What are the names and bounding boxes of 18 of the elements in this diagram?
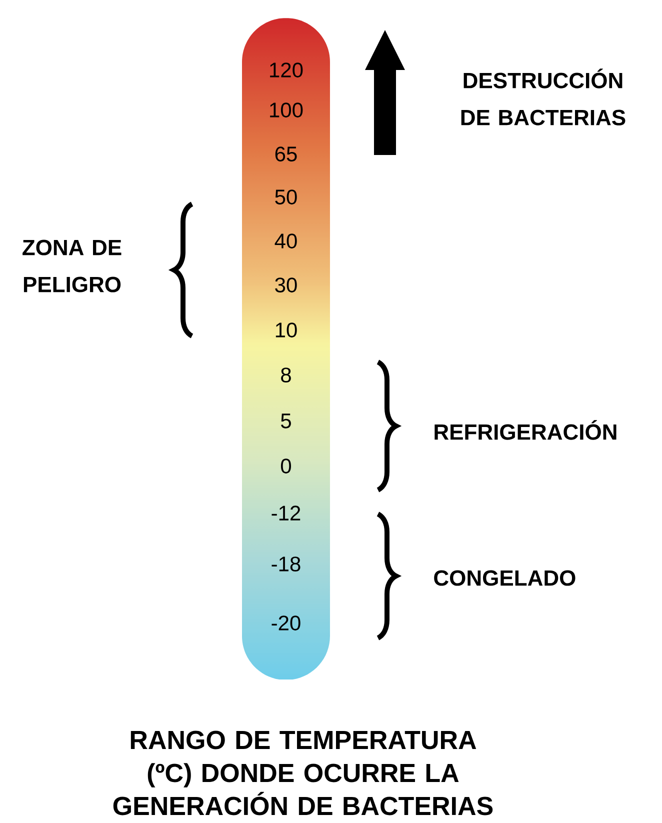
caption: RANGO DE TEMPERATURA (ºC) DONDE OCURRE LA GENERACIÓN DE BACTERIAS [113, 730, 493, 816]
scale-number: -18 [272, 556, 300, 572]
scale-number: 10 [276, 322, 297, 338]
scale-number: 50 [275, 190, 297, 204]
scale-number: -20 [272, 616, 300, 630]
scale-number: 40 [274, 234, 297, 248]
range-label: DESTRUCCIÓN DE BACTERIAS [461, 68, 626, 126]
scale-number: 65 [275, 146, 297, 162]
range-label: ZONA DE PELIGRO [22, 240, 122, 292]
scale-number: 8 [281, 368, 291, 382]
scale-number: -12 [272, 506, 300, 520]
range-label: REFRIGERACIÓN [434, 420, 616, 440]
scale-number: 30 [275, 278, 297, 292]
scale-number: 5 [281, 414, 291, 428]
scale-number: 0 [280, 458, 291, 474]
scale-number: 100 [270, 102, 303, 118]
range-label: CONGELADO [434, 570, 576, 586]
scale-number: 120 [270, 62, 303, 78]
